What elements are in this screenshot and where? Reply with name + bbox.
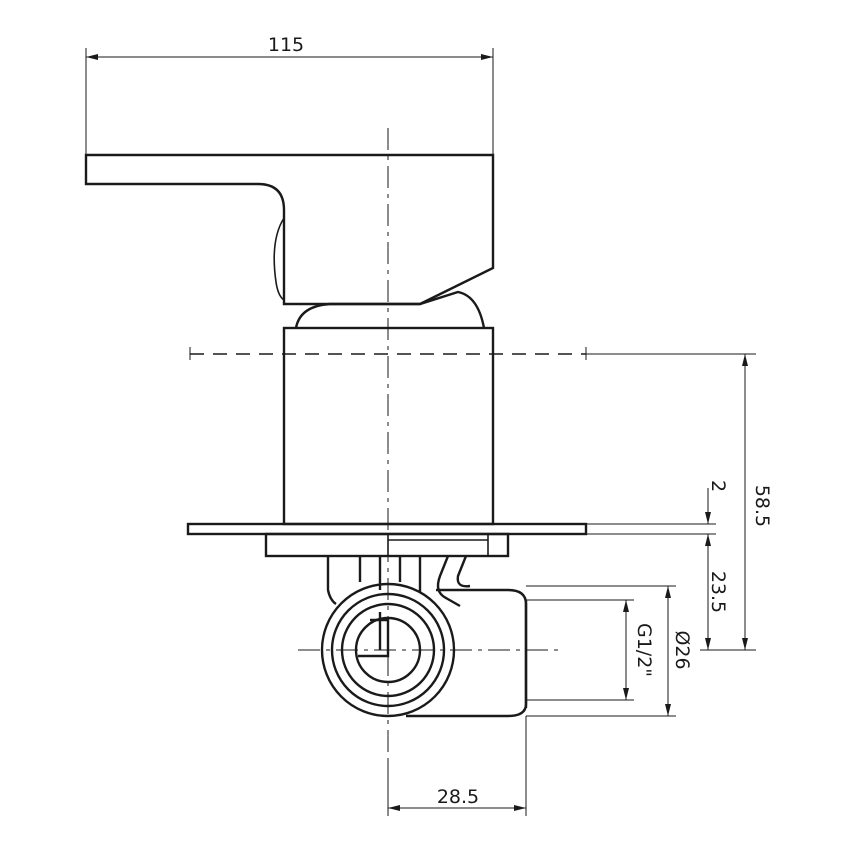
mounting-flange: [264, 532, 510, 558]
inlet-stub-inner: [358, 556, 422, 592]
arrow-head: [742, 638, 748, 650]
arrow-head: [742, 354, 748, 366]
arrow-head: [705, 638, 711, 650]
bore: [354, 616, 422, 684]
dim-label-2: 2: [707, 480, 729, 492]
lever-handle: [84, 153, 495, 306]
dim-label-58-5: 58.5: [751, 485, 773, 527]
inlet-stub-left: [326, 556, 337, 605]
outlet-body: [406, 588, 528, 718]
housing-inner: [340, 602, 436, 698]
wall-plate: [186, 522, 588, 536]
arrow-head: [705, 534, 711, 546]
arrow-head: [665, 586, 671, 598]
lever-handle-rib: [273, 217, 285, 301]
dim-label-115: 115: [268, 34, 304, 56]
housing-outer: [320, 582, 456, 718]
dim-label-diameter: Ø26: [671, 630, 693, 669]
inlet-pipe-right: [436, 555, 471, 608]
arrow-head: [665, 704, 671, 716]
handle-dome: [294, 290, 486, 329]
arrow-head: [623, 688, 629, 700]
arrow-head: [86, 54, 98, 60]
housing-ring: [330, 592, 446, 708]
dim-label-thread: G1/2": [633, 623, 655, 677]
flange-insert: [387, 533, 489, 557]
arrow-head: [623, 600, 629, 612]
dim-label-23-5: 23.5: [707, 571, 729, 613]
arrow-head: [514, 805, 526, 811]
arrow-head: [388, 805, 400, 811]
dim-label-28-5: 28.5: [437, 786, 479, 808]
arrow-head: [705, 512, 711, 524]
inner-slot: [358, 618, 390, 658]
arrow-head: [481, 54, 493, 60]
